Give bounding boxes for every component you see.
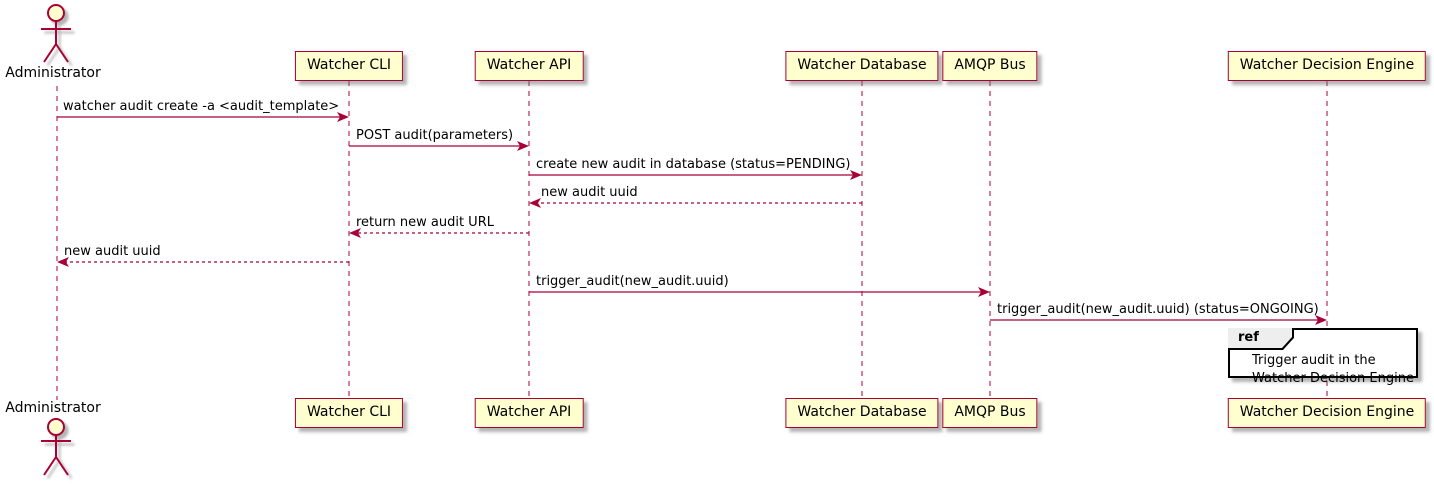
actor-figure-bottom — [41, 418, 71, 476]
message-label-3: create new audit in database (status=PEN… — [536, 157, 851, 172]
participant-top-watcher-database: Watcher Database — [785, 51, 939, 81]
participant-bottom-amqp-bus: AMQP Bus — [942, 398, 1038, 428]
ref-line-1: Trigger audit in the — [1252, 353, 1376, 368]
participant-bottom-watcher-api: Watcher API — [474, 398, 584, 428]
participant-top-watcher-decision-engine: Watcher Decision Engine — [1227, 51, 1427, 81]
message-arrow-8 — [990, 315, 1327, 325]
ref-tab: ref — [1228, 328, 1294, 350]
message-label-1: watcher audit create -a <audit_template> — [63, 99, 340, 114]
participant-top-watcher-api: Watcher API — [474, 51, 584, 81]
message-arrow-2 — [349, 141, 529, 151]
message-arrow-3 — [529, 170, 862, 180]
message-label-5: return new audit URL — [356, 215, 494, 230]
participant-bottom-watcher-database: Watcher Database — [785, 398, 939, 428]
message-arrows — [57, 112, 1327, 325]
message-arrow-5 — [349, 228, 529, 238]
message-label-7: trigger_audit(new_audit.uuid) — [536, 274, 729, 289]
participant-top-watcher-cli: Watcher CLI — [294, 51, 404, 81]
actor-label-bottom: Administrator — [5, 400, 101, 416]
lifelines — [56, 81, 1328, 400]
actor-label-top: Administrator — [5, 65, 101, 81]
ref-keyword: ref — [1228, 328, 1292, 348]
message-arrow-4 — [529, 198, 862, 208]
ref-body: Trigger audit in the Watcher Decision En… — [1252, 352, 1414, 388]
participant-top-amqp-bus: AMQP Bus — [942, 51, 1038, 81]
message-label-8: trigger_audit(new_audit.uuid) (status=ON… — [997, 302, 1319, 317]
message-arrow-1 — [57, 112, 349, 122]
ref-line-2: Watcher Decision Engine — [1252, 371, 1414, 386]
actor-figure-top — [41, 4, 71, 63]
ref-fragment: ref Trigger audit in the Watcher Decisio… — [1228, 328, 1418, 386]
message-arrow-7 — [529, 287, 990, 297]
participant-bottom-watcher-decision-engine: Watcher Decision Engine — [1227, 398, 1427, 428]
participant-bottom-watcher-cli: Watcher CLI — [294, 398, 404, 428]
message-label-6: new audit uuid — [64, 244, 161, 259]
message-arrow-6 — [57, 257, 349, 267]
message-label-2: POST audit(parameters) — [356, 128, 514, 143]
message-label-4: new audit uuid — [541, 185, 638, 200]
